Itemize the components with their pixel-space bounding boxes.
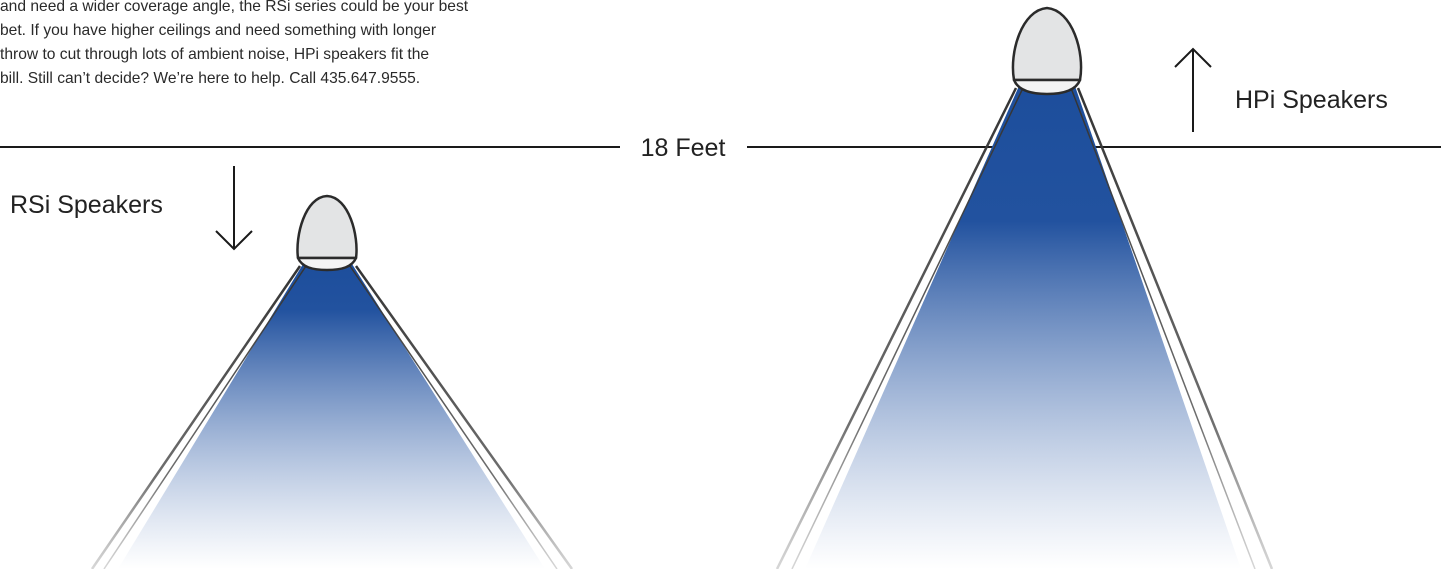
rsi-beam-edge-right-outer [354,265,574,569]
rsi-coverage-beam [118,264,545,569]
rsi-speaker-icon [296,194,358,260]
hpi-coverage-beam [805,86,1241,569]
rsi-beam-edge-left-inner [103,265,307,569]
hpi-beam-edge-right-outer [1076,87,1274,569]
rsi-speakers-label: RSi Speakers [10,191,163,219]
intro-line: bill. Still can’t decide? We’re here to … [0,70,421,87]
hpi-beam-edge-right-inner [1070,87,1256,569]
intro-line: and need a wider coverage angle, the RSi… [0,0,469,15]
hpi-beam-edge-left-outer [775,87,1018,569]
rsi-speaker-base [296,256,358,272]
intro-line: bet. If you have higher ceilings and nee… [0,22,437,39]
hpi-speaker-icon [1011,6,1083,82]
hpi-beam-edge-left-inner [791,87,1024,569]
divider-label: 18 Feet [641,134,726,162]
rsi-speaker-group: RSi Speakers [10,166,574,569]
rsi-beam-edge-left-outer [90,265,302,569]
hpi-speakers-label: HPi Speakers [1235,86,1388,114]
hpi-speaker-base [1012,78,1082,96]
intro-line: throw to cut through lots of ambient noi… [0,46,430,63]
hpi-speaker-group: HPi Speakers [775,6,1388,569]
rsi-beam-edge-right-inner [349,265,558,569]
down-arrow-icon [215,166,253,251]
up-arrow-icon [1174,47,1212,132]
